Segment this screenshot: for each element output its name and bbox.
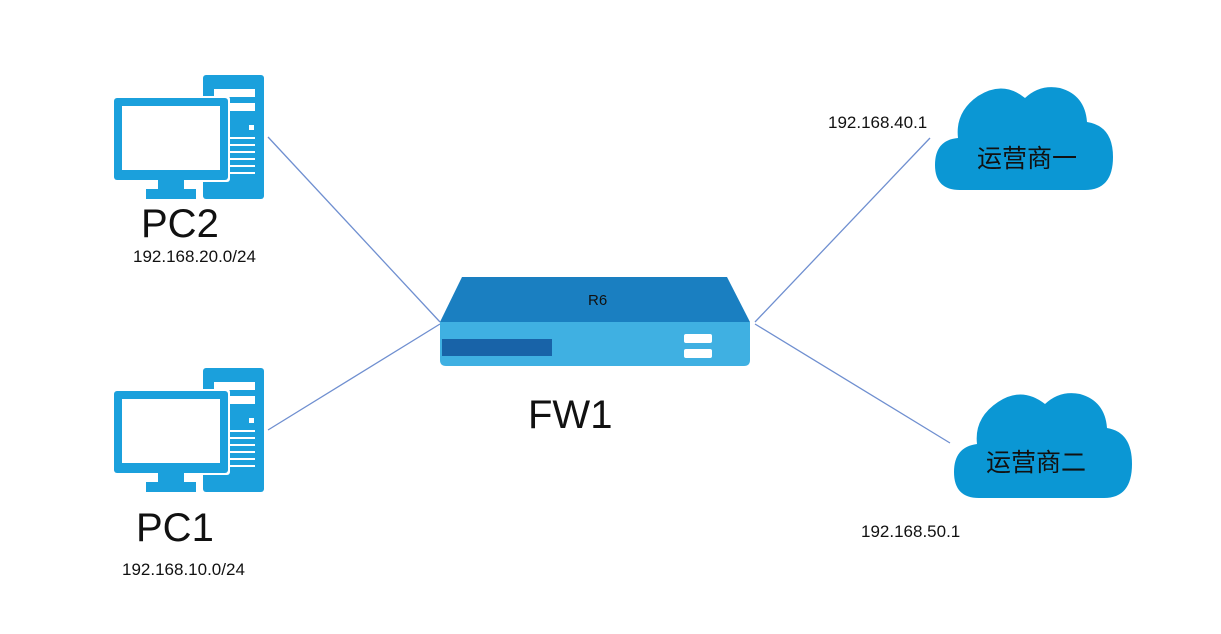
pc1-subnet: 192.168.10.0/24 [122, 560, 245, 579]
firewall-label: FW1 [528, 393, 613, 437]
isp1-cloud-icon [935, 87, 1113, 190]
pc1-label: PC1 [136, 506, 214, 550]
link-fw1-isp2 [754, 323, 951, 444]
pc2-subnet: 192.168.20.0/24 [133, 247, 256, 266]
link-pc1-fw1 [267, 323, 441, 431]
firewall-device-icon [440, 277, 750, 366]
link-pc2-fw1 [267, 136, 441, 323]
isp2-ip: 192.168.50.1 [861, 522, 961, 541]
pc2-icon [112, 75, 264, 199]
link-fw1-isp1 [754, 137, 931, 323]
links [267, 136, 951, 444]
pc2-label: PC2 [141, 202, 219, 246]
firewall-device-label: R6 [588, 292, 608, 309]
isp2-label: 运营商二 [986, 449, 1087, 477]
isp1-label: 运营商一 [977, 145, 1078, 173]
pc1-icon [112, 368, 264, 492]
isp1-ip: 192.168.40.1 [828, 113, 928, 132]
isp2-cloud-icon [954, 393, 1132, 498]
